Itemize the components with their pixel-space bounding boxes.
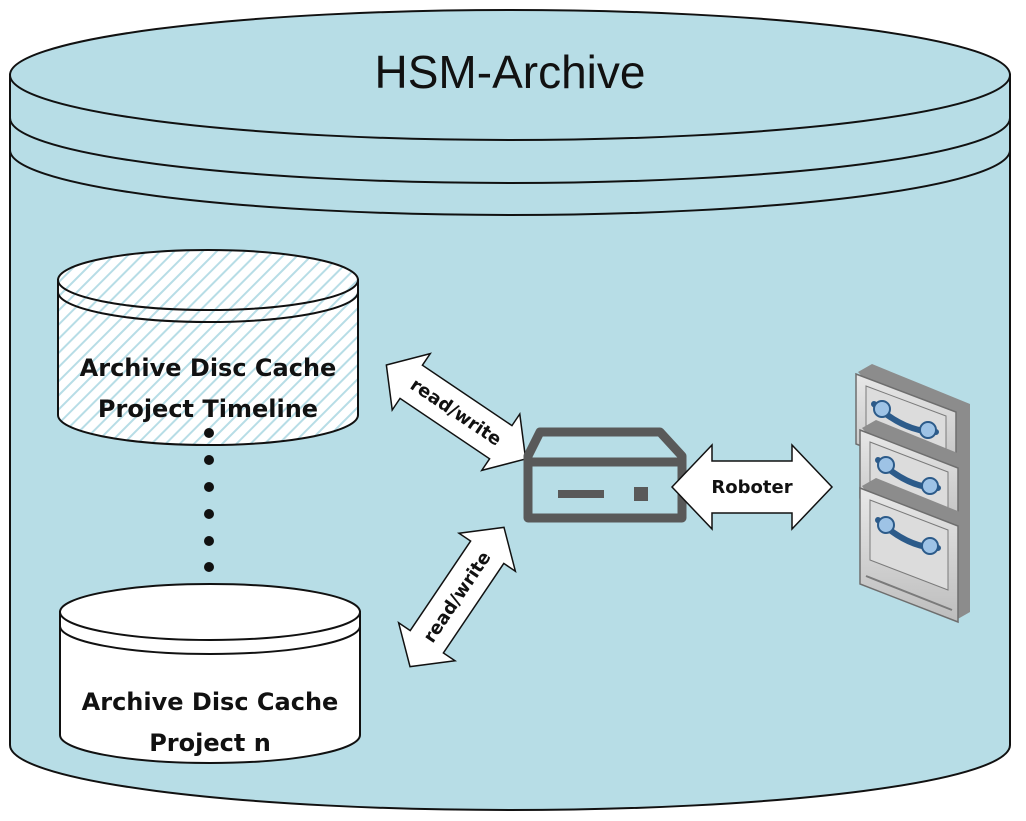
cache-project-n-label-line2: Project n (149, 729, 271, 757)
roboter-label: Roboter (711, 477, 792, 498)
archive-title: HSM-Archive (375, 46, 646, 98)
cache-cylinder-timeline: Archive Disc Cache Project Timeline (57, 249, 359, 446)
roboter-arrow: Roboter (670, 443, 834, 531)
server-icon (523, 427, 687, 523)
tape-cartridge-3 (859, 478, 970, 624)
ellipsis-dots (204, 428, 214, 572)
cache-timeline-label-line2: Project Timeline (98, 395, 318, 423)
cache-project-n-label-line1: Archive Disc Cache (82, 688, 339, 716)
tape-library-icon (855, 364, 970, 624)
cache-cylinder-project-n: Archive Disc Cache Project n (59, 583, 361, 764)
cache-timeline-label-line1: Archive Disc Cache (80, 354, 337, 382)
